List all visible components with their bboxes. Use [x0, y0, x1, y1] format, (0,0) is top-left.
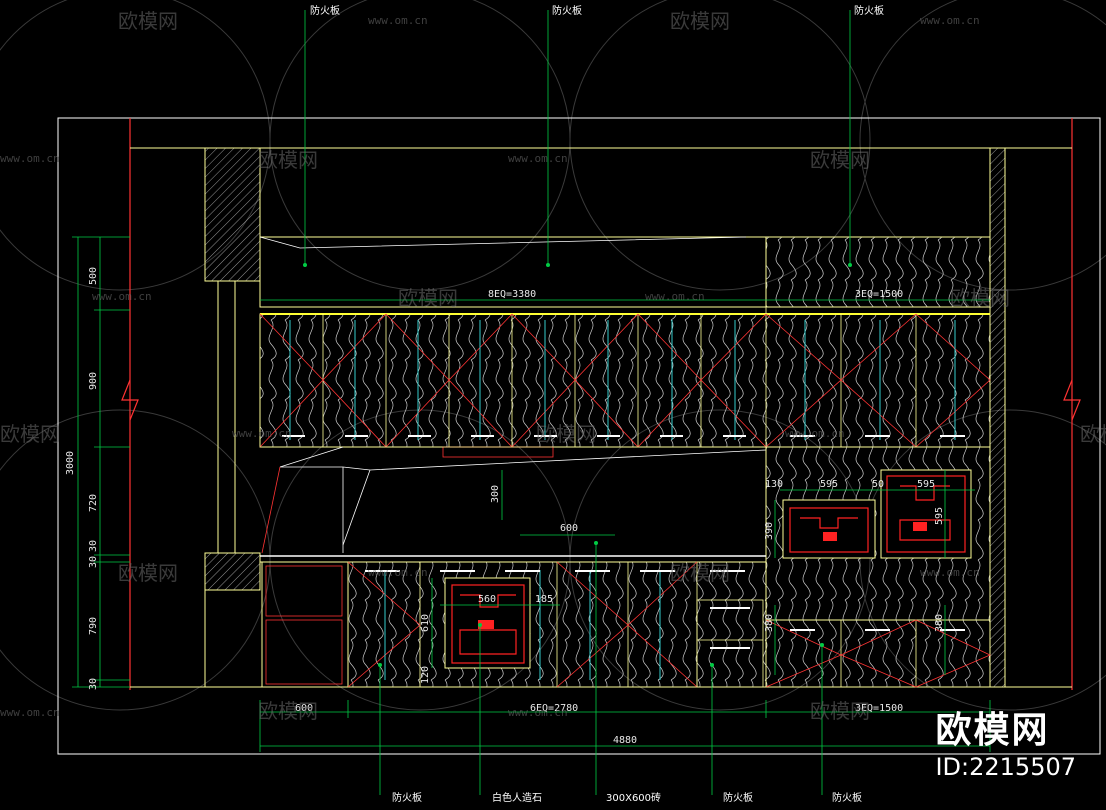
dim-hood-600: 600: [560, 523, 578, 534]
watermark-url: www.om.cn: [0, 152, 60, 165]
dim-bottom-600: 600: [295, 703, 313, 714]
dim-left-720: 720: [88, 494, 99, 512]
callout-top-right: 防火板: [854, 4, 884, 17]
dim-left-30a: 30: [88, 540, 99, 552]
callout-bottom-1: 防火板: [392, 791, 422, 804]
watermark-url: www.om.cn: [232, 427, 292, 440]
dim-left-30b: 30: [88, 556, 99, 568]
dim-oven-595b: 595: [917, 479, 935, 490]
watermark-url: www.om.cn: [92, 290, 152, 303]
tall-unit: [765, 446, 991, 688]
right-column: [989, 147, 1006, 688]
watermark-logos: 欧模网 欧模网 欧模网 欧模网 欧模网 欧模网 欧模网 欧模网 欧模网 欧模网 …: [0, 9, 1106, 723]
dim-cook-610: 610: [420, 614, 431, 632]
callout-top-center: 防火板: [552, 4, 582, 17]
dim-upper-eq-right: 3EQ=1500: [855, 289, 903, 300]
watermark-logo: 欧模网: [950, 286, 1010, 310]
upper-cyan-lines: [289, 320, 956, 440]
dim-oven-595a: 595: [820, 479, 838, 490]
dim-oven-50: 50: [872, 479, 884, 490]
watermark-logo: 欧模网: [670, 9, 730, 33]
brand-name: 欧模网: [935, 710, 1050, 751]
brand-stamp: 欧模网 ID:2215507: [935, 710, 1076, 782]
watermark-logo: 欧模网: [398, 286, 458, 310]
dim-cook-185: 185: [535, 594, 553, 605]
dim-left-790: 790: [88, 617, 99, 635]
watermark-url: www.om.cn: [368, 14, 428, 27]
base-cabinets: [261, 561, 767, 688]
dim-bottom-total: 4880: [613, 735, 637, 746]
watermark-url: www.om.cn: [920, 14, 980, 27]
upper-cabinets: [259, 236, 991, 448]
watermark-logo: 欧模网: [670, 561, 730, 585]
range-hood: [260, 446, 767, 554]
dim-bottom-eq-left: 6EQ=2780: [530, 703, 578, 714]
dim-left-900: 900: [88, 372, 99, 390]
watermark-logo: 欧模网: [0, 422, 60, 446]
watermark-url: www.om.cn: [785, 427, 845, 440]
dim-low-380b: 380: [934, 614, 945, 632]
dim-hood-300: 300: [490, 485, 501, 503]
watermark-url: www.om.cn: [0, 706, 60, 719]
outer-frame: [57, 117, 1101, 755]
dim-left-500: 500: [88, 267, 99, 285]
dim-upper-eq-left: 8EQ=3380: [488, 289, 536, 300]
dim-cook-560: 560: [478, 594, 496, 605]
dim-bottom-eq-right: 3EQ=1500: [855, 703, 903, 714]
watermark-logo: 欧模网: [258, 148, 318, 172]
dim-oven-390: 390: [764, 522, 775, 540]
watermark-logo: 欧模网: [810, 148, 870, 172]
watermark-url: www.om.cn: [368, 566, 428, 579]
callout-bottom-3: 300X600砖: [606, 791, 661, 804]
upper-door-x-marks: [259, 313, 991, 448]
callout-bottom-5: 防火板: [832, 791, 862, 804]
leader-dots: [303, 263, 852, 667]
watermark-url: www.om.cn: [508, 152, 568, 165]
callout-bottom-4: 防火板: [723, 791, 753, 804]
watermark-urls: www.om.cn www.om.cn www.om.cn www.om.cn …: [0, 14, 980, 719]
watermark-logo: 欧模网: [810, 699, 870, 723]
dim-cook-120: 120: [420, 666, 431, 684]
watermark-logo: 欧模网: [536, 422, 596, 446]
left-column: [204, 147, 261, 687]
callout-bottom-2: 白色人造石: [492, 791, 542, 804]
dim-left-total: 3000: [65, 451, 76, 475]
callout-top-left: 防火板: [310, 4, 340, 17]
watermark-logo: 欧模网: [1080, 422, 1106, 446]
dim-left-30c: 30: [88, 678, 99, 690]
watermark-url: www.om.cn: [508, 706, 568, 719]
watermark-url: www.om.cn: [920, 566, 980, 579]
dim-oven-130: 130: [765, 479, 783, 490]
watermark-url: www.om.cn: [645, 290, 705, 303]
dimension-lines: [72, 10, 991, 795]
watermark-logo: 欧模网: [258, 699, 318, 723]
watermark-logo: 欧模网: [118, 9, 178, 33]
boundary-lines: [121, 118, 1081, 690]
dim-oven-595c: 595: [934, 507, 945, 525]
watermark-logo: 欧模网: [118, 561, 178, 585]
brand-id: ID:2215507: [935, 753, 1076, 781]
dim-low-380: 380: [764, 614, 775, 632]
